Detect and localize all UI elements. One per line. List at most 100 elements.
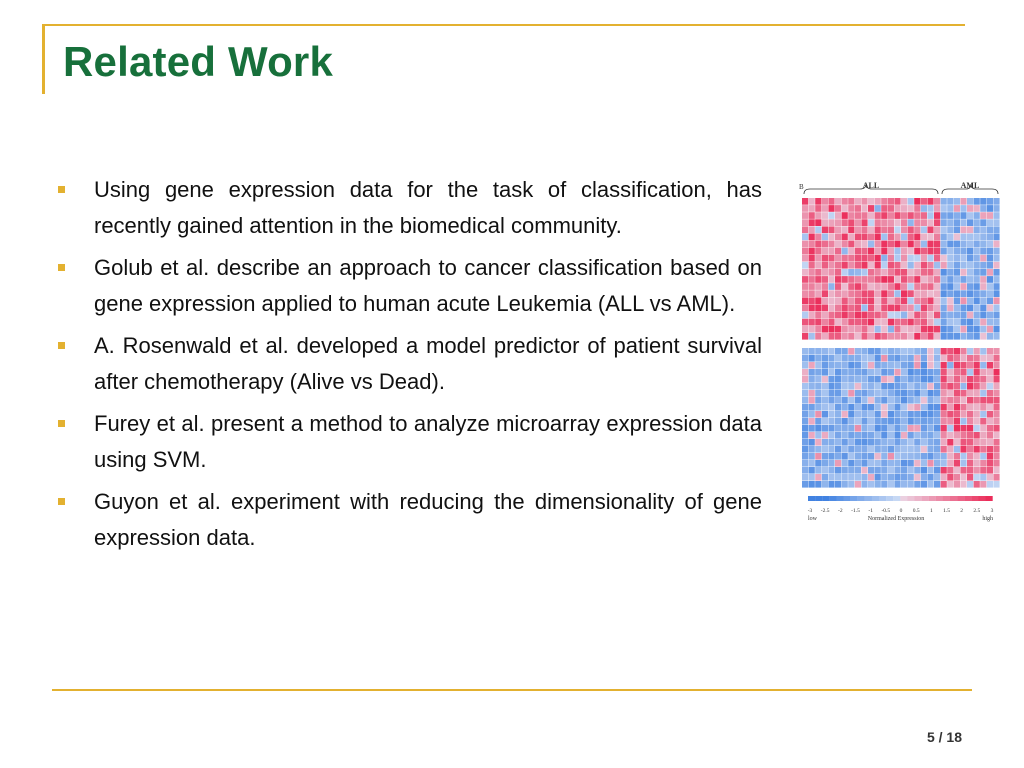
heatmap-cell — [815, 481, 822, 488]
scale-swatch — [843, 496, 851, 501]
scale-tick-label: -1 — [868, 508, 873, 514]
heatmap-cell — [887, 390, 894, 397]
heatmap-cell — [967, 425, 974, 432]
heatmap-cell — [914, 411, 921, 418]
bullet-text: Furey et al. present a method to analyze… — [94, 411, 762, 472]
heatmap-cell — [861, 397, 868, 404]
heatmap-cell — [894, 254, 901, 262]
heatmap-cell — [821, 283, 828, 290]
heatmap-cell — [887, 247, 894, 255]
heatmap-cell — [901, 205, 908, 212]
heatmap-cell — [993, 411, 1000, 418]
heatmap-cell — [901, 432, 908, 439]
heatmap-cell — [986, 297, 993, 305]
heatmap-cell — [960, 383, 967, 390]
heatmap-cell — [973, 390, 980, 397]
heatmap-cell — [947, 240, 954, 248]
heatmap-cell — [887, 290, 894, 297]
heatmap-cell — [940, 390, 947, 397]
heatmap-cell — [861, 198, 868, 205]
heatmap-cell — [828, 362, 835, 369]
heatmap-cell — [993, 348, 1000, 355]
heatmap-cell — [815, 325, 822, 333]
heatmap-cell — [907, 332, 914, 340]
heatmap-cell — [894, 261, 901, 269]
heatmap-cell — [894, 439, 901, 446]
heatmap-cell — [841, 219, 848, 226]
heatmap-cell — [848, 362, 855, 369]
heatmap-cell — [887, 481, 894, 488]
heatmap-cell — [953, 247, 960, 255]
heatmap-cell — [901, 318, 908, 326]
heatmap-cell — [980, 332, 987, 340]
heatmap-cell — [934, 240, 941, 248]
heatmap-cell — [980, 383, 987, 390]
heatmap-cell — [848, 439, 855, 446]
heatmap-cell — [927, 460, 934, 467]
heatmap-cell — [815, 383, 822, 390]
heatmap-cell — [802, 297, 809, 305]
heatmap-cell — [927, 474, 934, 481]
scale-swatch — [950, 496, 958, 501]
heatmap-cell — [993, 205, 1000, 212]
heatmap-cell — [808, 425, 815, 432]
heatmap-cell — [808, 212, 815, 219]
heatmap-cell — [868, 397, 875, 404]
heatmap-cell — [993, 439, 1000, 446]
heatmap-cell — [854, 226, 861, 234]
heatmap-cell — [868, 261, 875, 269]
heatmap-cell — [980, 362, 987, 369]
heatmap-cell — [802, 404, 809, 411]
heatmap-cell — [953, 355, 960, 362]
heatmap-cell — [802, 460, 809, 467]
heatmap-cell — [835, 383, 842, 390]
heatmap-cell — [841, 348, 848, 355]
heatmap-cell — [841, 376, 848, 383]
heatmap-cell — [953, 348, 960, 355]
heatmap-cell — [808, 453, 815, 460]
heatmap-cell — [967, 212, 974, 219]
heatmap-cell — [980, 247, 987, 255]
heatmap-cell — [841, 383, 848, 390]
heatmap-cell — [927, 418, 934, 425]
heatmap-cell — [828, 311, 835, 319]
heatmap-cell — [940, 355, 947, 362]
heatmap-cell — [980, 276, 987, 283]
heatmap-cell — [907, 212, 914, 219]
heatmap-cell — [815, 474, 822, 481]
heatmap-cell — [901, 397, 908, 404]
heatmap-cell — [808, 418, 815, 425]
page-total: 18 — [946, 729, 962, 745]
heatmap-cell — [920, 348, 927, 355]
heatmap-cell — [953, 397, 960, 404]
heatmap-cell — [881, 369, 888, 376]
heatmap-cell — [973, 397, 980, 404]
heatmap-cell — [934, 439, 941, 446]
heatmap-cell — [868, 254, 875, 262]
heatmap-cell — [927, 397, 934, 404]
heatmap-cell — [980, 297, 987, 305]
heatmap-cell — [868, 446, 875, 453]
heatmap-cell — [927, 219, 934, 226]
heatmap-cell — [815, 425, 822, 432]
heatmap-cell — [960, 446, 967, 453]
heatmap-cell — [848, 369, 855, 376]
heatmap-cell — [894, 460, 901, 467]
heatmap-cell — [927, 226, 934, 234]
heatmap-cell — [861, 233, 868, 241]
heatmap-cell — [828, 240, 835, 248]
heatmap-cell — [828, 460, 835, 467]
scale-title: Normalized Expression — [868, 516, 924, 522]
heatmap-cell — [881, 198, 888, 205]
heatmap-cell — [920, 233, 927, 241]
heatmap-cell — [841, 240, 848, 248]
heatmap-cell — [808, 226, 815, 234]
scale-swatch — [978, 496, 986, 501]
scale-tick-label: -2 — [838, 508, 843, 514]
heatmap-cell — [894, 205, 901, 212]
heatmap-cell — [920, 453, 927, 460]
heatmap-cell — [960, 297, 967, 305]
heatmap-cell — [967, 198, 974, 205]
heatmap-cell — [953, 276, 960, 283]
heatmap-cell — [901, 404, 908, 411]
